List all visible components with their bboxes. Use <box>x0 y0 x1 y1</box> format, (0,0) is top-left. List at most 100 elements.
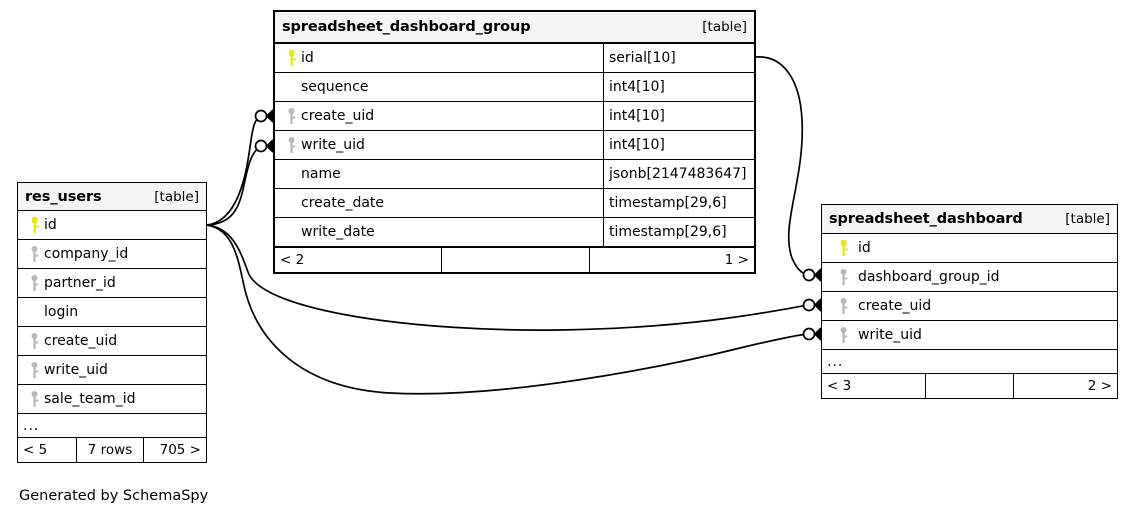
edge-res_users-to-group-create_uid <box>206 115 263 226</box>
foreign-key-icon <box>828 269 858 285</box>
column-name-cell: write_uid <box>18 356 206 384</box>
endpoint-dashboard-create_uid <box>802 298 822 312</box>
column-name-cell: write_uid <box>822 321 1117 349</box>
foreign-key-icon <box>281 137 301 153</box>
primary-key-icon <box>281 50 301 66</box>
table-row[interactable]: write_uid <box>18 356 206 385</box>
column-type: timestamp[29,6] <box>603 218 754 246</box>
table-row[interactable]: create_uid <box>822 292 1117 321</box>
column-name: create_date <box>301 195 385 211</box>
column-name-cell: create_uid <box>18 327 206 355</box>
column-name-cell: login <box>18 298 206 326</box>
footer-next-count[interactable]: 2 > <box>1087 378 1112 394</box>
column-name: id <box>858 240 871 256</box>
foreign-key-icon <box>24 246 44 262</box>
truncated-columns-indicator: ... <box>822 350 1117 374</box>
column-name-cell: create_uid <box>275 102 603 130</box>
column-name-cell: name <box>275 160 603 188</box>
footer-prev-count[interactable]: < 3 <box>827 378 852 394</box>
foreign-key-icon <box>24 333 44 349</box>
column-name-cell: write_uid <box>275 131 603 159</box>
footer-prev-count[interactable]: < 2 <box>280 252 305 268</box>
foreign-key-icon <box>828 298 858 314</box>
column-name: create_uid <box>858 298 932 314</box>
column-name: write_uid <box>301 137 365 153</box>
column-type: int4[10] <box>603 131 754 159</box>
column-name-cell: id <box>275 44 603 72</box>
table-row[interactable]: write_date timestamp[29,6] <box>275 218 754 247</box>
table-row[interactable]: create_date timestamp[29,6] <box>275 189 754 218</box>
table-row[interactable]: login <box>18 298 206 327</box>
column-name: write_uid <box>858 327 922 343</box>
column-name: partner_id <box>44 275 116 291</box>
table-row[interactable]: partner_id <box>18 269 206 298</box>
column-name-cell: write_date <box>275 218 603 246</box>
primary-key-icon <box>828 240 858 256</box>
table-row[interactable]: id serial[10] <box>275 44 754 73</box>
column-name-cell: sale_team_id <box>18 385 206 413</box>
table-spreadsheet-dashboard[interactable]: spreadsheet_dashboard [table] id dashboa… <box>821 204 1118 399</box>
table-row[interactable]: dashboard_group_id <box>822 263 1117 292</box>
table-header-res-users: res_users [table] <box>18 183 206 211</box>
table-row[interactable]: company_id <box>18 240 206 269</box>
column-name: dashboard_group_id <box>858 269 1000 285</box>
column-name: sale_team_id <box>44 391 136 407</box>
foreign-key-icon <box>281 108 301 124</box>
table-row[interactable]: write_uid <box>822 321 1117 350</box>
table-spreadsheet-dashboard-group[interactable]: spreadsheet_dashboard_group [table] id s… <box>273 10 756 274</box>
table-title: spreadsheet_dashboard_group <box>282 19 531 35</box>
table-row[interactable]: create_uid int4[10] <box>275 102 754 131</box>
column-name-cell: partner_id <box>18 269 206 297</box>
column-name: id <box>301 50 314 66</box>
table-footer-dashboard: < 3 2 > <box>822 374 1117 398</box>
table-row[interactable]: name jsonb[2147483647] <box>275 160 754 189</box>
column-name-cell: create_uid <box>822 292 1117 320</box>
truncated-columns-indicator: ... <box>18 414 206 438</box>
table-title: res_users <box>25 188 102 205</box>
column-name: login <box>44 304 79 320</box>
endpoint-group-create_uid <box>254 109 274 123</box>
footer-row-count: 7 rows <box>76 438 144 462</box>
table-row[interactable]: write_uid int4[10] <box>275 131 754 160</box>
table-row[interactable]: sequence int4[10] <box>275 73 754 102</box>
table-row[interactable]: id <box>18 211 206 240</box>
foreign-key-icon <box>24 362 44 378</box>
footer-prev-count[interactable]: < 5 <box>23 442 48 458</box>
column-name: name <box>301 166 341 182</box>
table-title: spreadsheet_dashboard <box>829 211 1023 227</box>
column-name-cell: create_date <box>275 189 603 217</box>
table-res-users[interactable]: res_users [table] id company_id <box>17 182 207 463</box>
column-name-cell: dashboard_group_id <box>822 263 1117 291</box>
foreign-key-icon <box>828 327 858 343</box>
primary-key-icon <box>24 217 44 233</box>
footer-next-count[interactable]: 705 > <box>159 442 201 458</box>
column-name-cell: id <box>18 211 206 239</box>
footer-row-count <box>441 248 590 272</box>
table-header-dashboard-group: spreadsheet_dashboard_group [table] <box>275 12 754 44</box>
table-footer-dashboard-group: < 2 1 > <box>275 247 754 272</box>
column-type: timestamp[29,6] <box>603 189 754 217</box>
column-name: write_uid <box>44 362 108 378</box>
endpoint-dashboard-group_id <box>802 268 822 282</box>
column-name: company_id <box>44 246 129 262</box>
column-name-cell: id <box>822 234 1117 262</box>
endpoint-dashboard-write_uid <box>802 327 822 341</box>
table-row[interactable]: create_uid <box>18 327 206 356</box>
edge-group-id-to-dashboard-group_id <box>755 56 809 276</box>
foreign-key-icon <box>24 391 44 407</box>
column-name: sequence <box>301 79 369 95</box>
table-row[interactable]: sale_team_id <box>18 385 206 414</box>
column-name-cell: company_id <box>18 240 206 268</box>
table-header-dashboard: spreadsheet_dashboard [table] <box>822 205 1117 234</box>
table-type-tag: [table] <box>702 19 747 35</box>
foreign-key-icon <box>24 275 44 291</box>
table-type-tag: [table] <box>1065 211 1110 227</box>
column-type: int4[10] <box>603 102 754 130</box>
column-name: write_date <box>301 224 375 240</box>
column-name: id <box>44 217 57 233</box>
column-type: int4[10] <box>603 73 754 101</box>
generated-by-caption: Generated by SchemaSpy <box>19 488 209 504</box>
table-row[interactable]: id <box>822 234 1117 263</box>
footer-next-count[interactable]: 1 > <box>724 252 749 268</box>
